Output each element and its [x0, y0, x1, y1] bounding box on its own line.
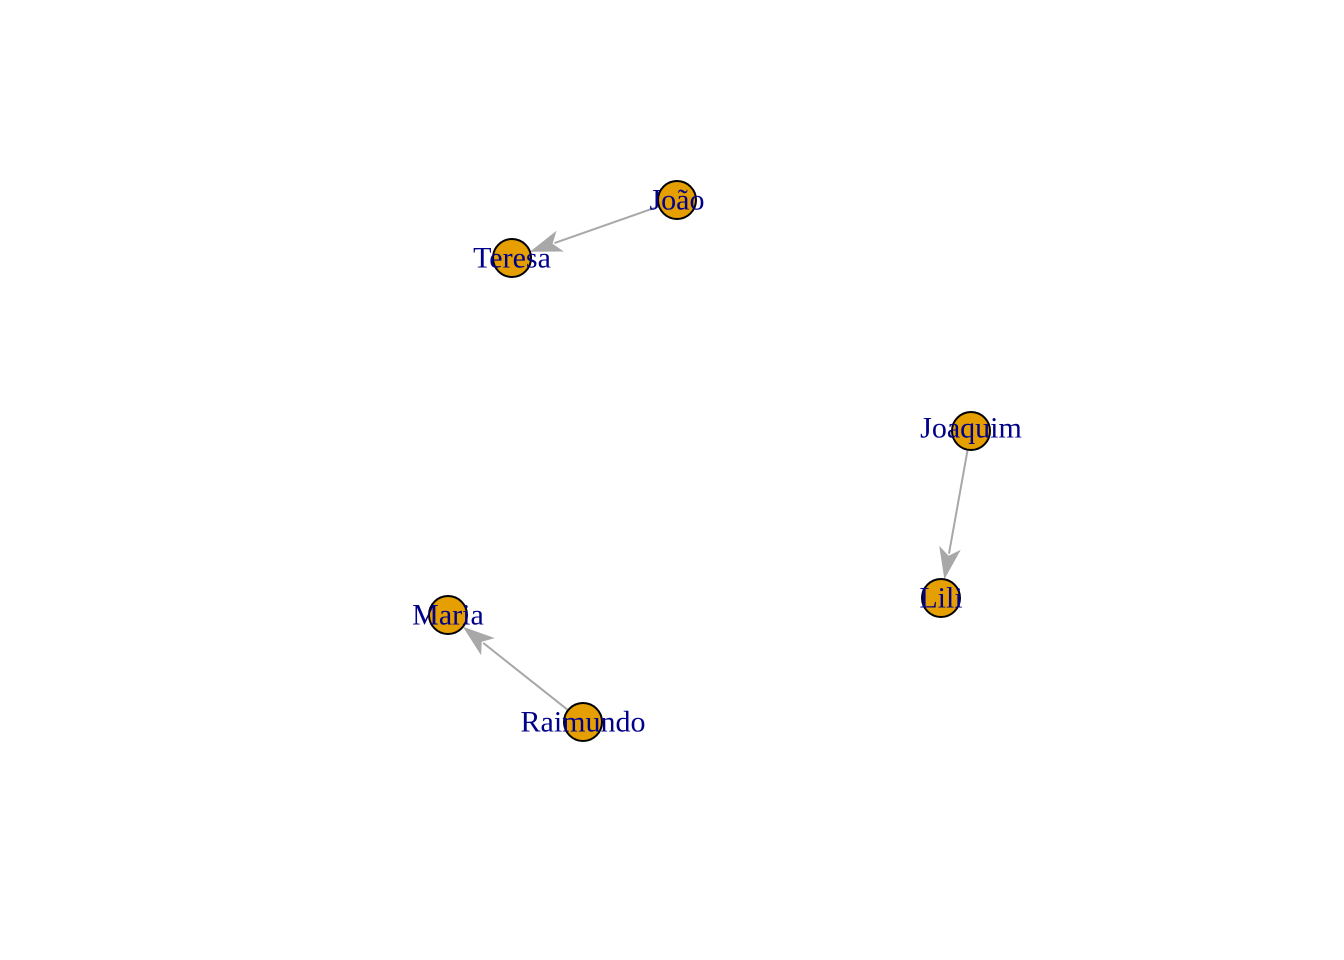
node-circle[interactable] [921, 578, 961, 618]
node-circle[interactable] [428, 595, 468, 635]
node-circle[interactable] [563, 702, 603, 742]
edge-joaquim-lili [939, 449, 969, 580]
node-circle[interactable] [492, 238, 532, 278]
node-lili[interactable]: Lili [919, 578, 963, 618]
node-label: Maria [412, 599, 484, 632]
node-label: João [650, 184, 705, 217]
node-label: Teresa [473, 242, 551, 275]
node-maria[interactable]: Maria [412, 595, 484, 635]
arrowhead-icon [939, 545, 961, 580]
edge-line [947, 449, 969, 554]
node-circle[interactable] [657, 180, 697, 220]
arrowhead-icon [462, 626, 495, 656]
edge-line [482, 642, 569, 711]
node-label: Lili [919, 582, 962, 615]
edge-joao-teresa [529, 205, 660, 252]
arrowhead-icon [529, 230, 564, 252]
node-joao[interactable]: João [650, 180, 705, 220]
node-circle[interactable] [951, 411, 991, 451]
node-raimundo[interactable]: Raimundo [521, 702, 646, 742]
node-label: Joaquim [920, 412, 1022, 445]
node-joaquim[interactable]: Joaquim [920, 411, 1022, 451]
edges-layer [462, 205, 969, 711]
node-label: Raimundo [521, 706, 646, 739]
edge-raimundo-maria [462, 626, 569, 711]
node-teresa[interactable]: Teresa [473, 238, 551, 278]
nodes-layer: João Teresa Joaquim Lili Maria Raimundo [412, 180, 1022, 742]
edge-line [554, 205, 660, 245]
